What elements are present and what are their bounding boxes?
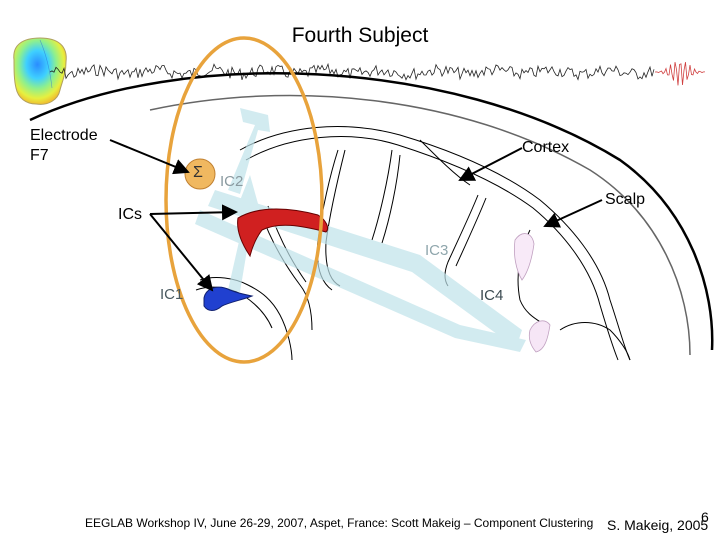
scalp-label: Scalp — [605, 191, 646, 208]
author-credit: S. Makeig, 2005 — [607, 517, 709, 533]
cortex-label: Cortex — [522, 139, 570, 156]
footer-text: EEGLAB Workshop IV, June 26-29, 2007, As… — [85, 516, 594, 530]
skull-outline — [149, 94, 691, 356]
ic3-source — [514, 233, 535, 281]
ic3-label: IC3 — [425, 242, 449, 259]
electrode-label: Electrode F7 — [30, 126, 98, 166]
ic4-label: IC4 — [480, 287, 504, 304]
ic1-source — [203, 286, 254, 311]
page-number: 6 — [701, 509, 709, 525]
ic2-label: IC2 — [220, 173, 244, 190]
scalp-map-icon — [13, 37, 67, 105]
ics-label: ICs — [118, 206, 142, 223]
ic4-source — [528, 320, 551, 353]
electrode-label-line2: F7 — [30, 147, 49, 164]
eeg-trace — [49, 62, 655, 81]
sigma-symbol: Σ — [193, 164, 203, 181]
callout-arrows — [109, 139, 603, 292]
highlight-ellipse — [164, 36, 324, 364]
ic2-source — [237, 208, 329, 258]
scalp-outline — [29, 72, 714, 351]
ic1-label: IC1 — [160, 286, 184, 303]
eeg-burst — [654, 62, 705, 86]
electrode-label-line1: Electrode — [30, 127, 98, 144]
page-title: Fourth Subject — [291, 24, 429, 47]
